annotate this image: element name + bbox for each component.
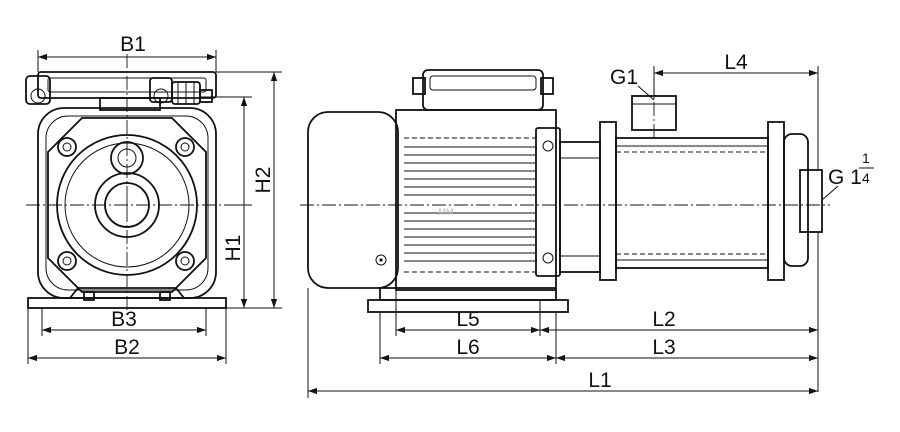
label-l4: L4 [724, 51, 748, 74]
label-h1: H1 [222, 235, 245, 262]
label-l6: L6 [456, 336, 479, 359]
label-h2: H2 [252, 167, 275, 194]
label-outlet-g: G 1 [828, 166, 862, 189]
front-view [25, 54, 232, 318]
side-dimensions [307, 66, 839, 398]
label-b2: B2 [114, 336, 140, 359]
watermark: MM [439, 207, 454, 217]
side-view [300, 69, 830, 313]
label-b1: B1 [120, 33, 146, 56]
label-outlet-num: 1 [862, 150, 870, 166]
label-g1: G1 [610, 66, 638, 89]
label-outlet-den: 4 [862, 170, 870, 186]
label-b3: B3 [111, 308, 137, 331]
label-l1: L1 [588, 369, 611, 392]
label-l3: L3 [652, 336, 675, 359]
label-l2: L2 [652, 308, 675, 331]
front-dimensions [27, 50, 282, 364]
label-l5: L5 [456, 308, 479, 331]
